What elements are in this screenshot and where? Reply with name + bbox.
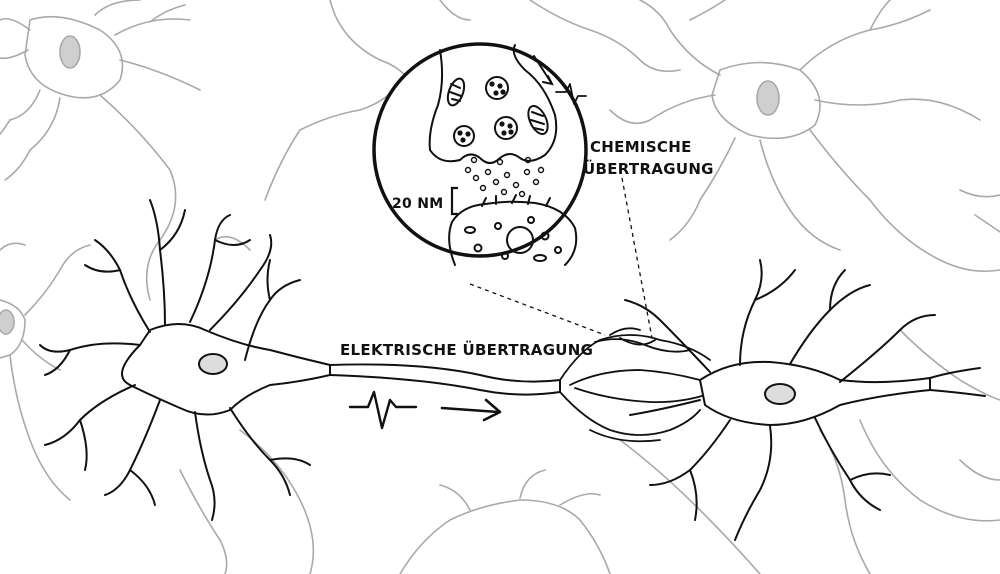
background-neuron-left (0, 242, 91, 501)
presynaptic-neuron (39, 199, 561, 521)
synaptic-gap-bracket (450, 186, 458, 216)
presynaptic-bouton (428, 44, 558, 164)
postsynaptic-membrane (448, 194, 578, 266)
synaptic-gap-label: 20 NM (392, 196, 444, 212)
postsynaptic-neuron (624, 259, 986, 541)
synapse-magnifier-frame (372, 42, 588, 258)
background-neuron-bottom (179, 329, 1000, 574)
presynaptic-axon (329, 363, 561, 396)
electrical-transmission-label: ELEKTRISCHE ÜBERTRAGUNG (340, 341, 594, 359)
arrow-right-icon (440, 398, 502, 422)
incoming-signal-arrow-icon (533, 55, 554, 86)
small-spike-icon (555, 83, 587, 105)
background-neuron-top-left (0, 0, 201, 301)
postsynaptic-soma (699, 360, 931, 426)
postsynaptic-nucleus (764, 383, 796, 405)
magnifier-callout-lines (469, 177, 653, 339)
action-potential-spike-icon (348, 390, 418, 430)
background-neuron-top-right (529, 0, 1000, 273)
neurotransmitter-molecules (464, 156, 545, 198)
chemical-transmission-label-line2: ÜBERTRAGUNG (583, 160, 714, 178)
presynaptic-nucleus (198, 353, 228, 375)
synapse-magnifier (372, 42, 588, 266)
chemical-transmission-label-line1: CHEMISCHE (590, 138, 692, 156)
